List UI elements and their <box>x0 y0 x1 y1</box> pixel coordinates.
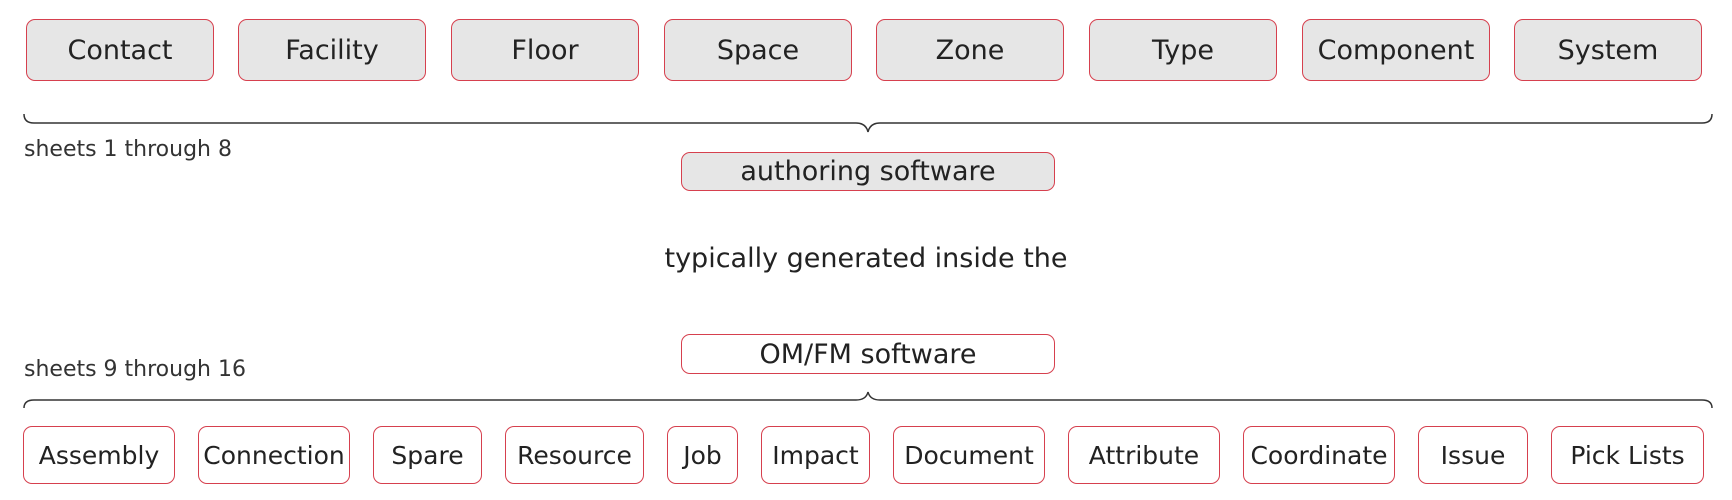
sheet-component: Component <box>1302 19 1490 81</box>
sheet-assembly: Assembly <box>23 426 175 484</box>
sheet-facility: Facility <box>238 19 426 81</box>
sheet-issue: Issue <box>1418 426 1528 484</box>
sheet-resource: Resource <box>505 426 644 484</box>
sheet-spare: Spare <box>373 426 482 484</box>
sheet-coordinate: Coordinate <box>1243 426 1395 484</box>
omfm-software-box: OM/FM software <box>681 334 1055 374</box>
top-brace <box>23 113 1713 133</box>
sheet-pick-lists: Pick Lists <box>1551 426 1704 484</box>
sheet-document: Document <box>893 426 1045 484</box>
sheet-space: Space <box>664 19 852 81</box>
bottom-caption: sheets 9 through 16 <box>24 357 246 382</box>
sheet-impact: Impact <box>761 426 870 484</box>
sheet-floor: Floor <box>451 19 639 81</box>
sheet-contact: Contact <box>26 19 214 81</box>
sheet-zone: Zone <box>876 19 1064 81</box>
sheet-type: Type <box>1089 19 1277 81</box>
sheet-system: System <box>1514 19 1702 81</box>
sheet-job: Job <box>667 426 738 484</box>
sheet-connection: Connection <box>198 426 350 484</box>
bottom-brace <box>23 391 1713 409</box>
top-caption: sheets 1 through 8 <box>24 137 232 162</box>
authoring-software-box: authoring software <box>681 152 1055 191</box>
generated-inside-text: typically generated inside the <box>664 243 1068 274</box>
sheet-attribute: Attribute <box>1068 426 1220 484</box>
